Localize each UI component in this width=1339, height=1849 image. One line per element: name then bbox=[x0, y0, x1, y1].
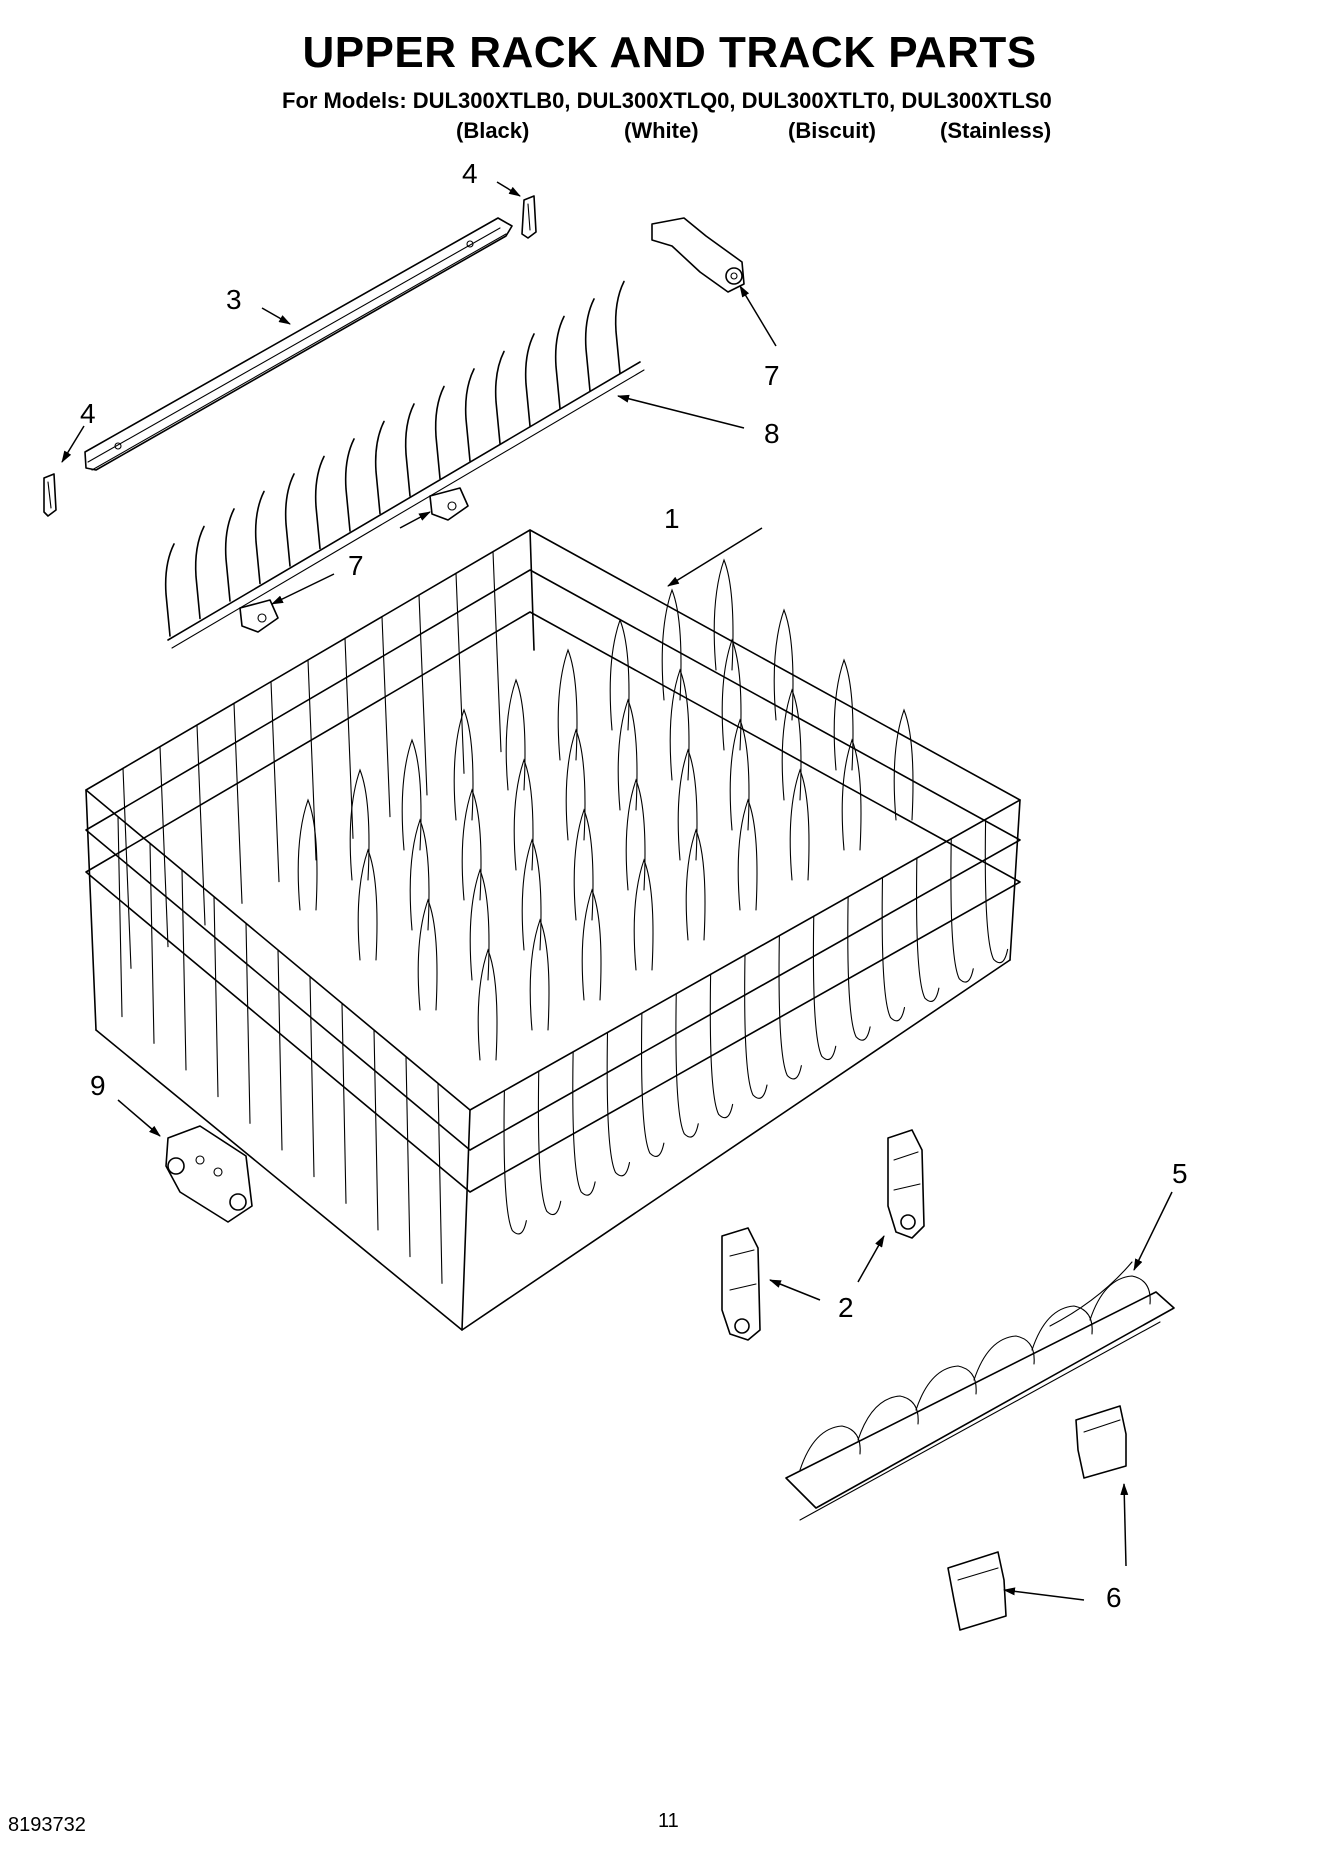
page-number: 11 bbox=[658, 1810, 679, 1832]
color-label-black: (Black) bbox=[456, 118, 530, 143]
callout-leaders bbox=[61, 181, 1173, 1601]
callout-9: 9 bbox=[90, 1070, 106, 1101]
callout-7-left: 7 bbox=[348, 550, 364, 581]
part-1-upper-rack bbox=[85, 529, 1021, 1331]
page-title: UPPER RACK AND TRACK PARTS bbox=[302, 28, 1037, 77]
part-4-end-cap-top bbox=[521, 195, 537, 239]
part-6-clip-a bbox=[947, 1551, 1007, 1631]
callout-5: 5 bbox=[1172, 1158, 1188, 1189]
callout-6: 6 bbox=[1106, 1582, 1122, 1613]
part-9-adjuster bbox=[165, 1125, 253, 1223]
color-label-biscuit: (Biscuit) bbox=[788, 118, 876, 143]
callout-7-right: 7 bbox=[764, 360, 780, 391]
part-6-clip-b bbox=[1075, 1405, 1127, 1479]
color-label-stainless: (Stainless) bbox=[940, 118, 1052, 143]
color-label-white: (White) bbox=[624, 118, 699, 143]
callout-2: 2 bbox=[838, 1292, 854, 1323]
callout-1: 1 bbox=[664, 503, 680, 534]
part-2-roller-a bbox=[721, 1227, 761, 1341]
callout-4-top: 4 bbox=[462, 158, 478, 189]
part-3-track-rail bbox=[84, 217, 513, 471]
models-line: For Models: DUL300XTLB0, DUL300XTLQ0, DU… bbox=[282, 88, 1052, 113]
part-7-clip-top-right bbox=[651, 217, 745, 293]
part-5-wire-shelf bbox=[785, 1261, 1175, 1521]
callout-8: 8 bbox=[764, 418, 780, 449]
part-4-end-cap-left bbox=[43, 473, 57, 517]
part-8-tine-row bbox=[164, 280, 645, 649]
document-number: 8193732 bbox=[8, 1814, 86, 1836]
part-2-roller-b bbox=[887, 1129, 925, 1239]
part-7-clip-mid bbox=[239, 487, 469, 633]
callout-3: 3 bbox=[226, 284, 242, 315]
callout-4-left: 4 bbox=[80, 398, 96, 429]
